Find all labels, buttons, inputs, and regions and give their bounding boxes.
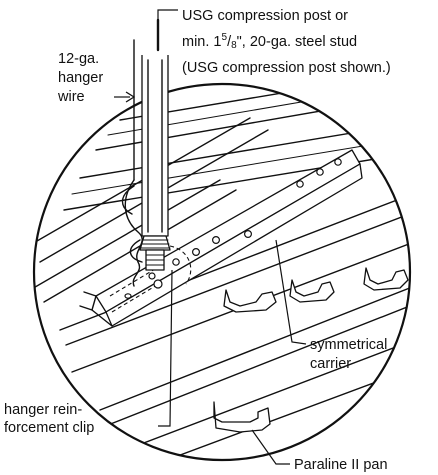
post-label-line2: min. 15/8", 20-ga. steel stud xyxy=(182,32,357,51)
reinforcement-clip xyxy=(109,245,192,313)
pan-label-line1: Paraline II pan xyxy=(294,457,388,473)
clip-label-line2: forcement clip xyxy=(4,420,94,436)
wire-label-line2: hanger xyxy=(58,70,103,86)
post-label-line3: (USG compression post shown.) xyxy=(182,60,391,76)
callout-clip: hanger rein- forcement clip xyxy=(4,402,94,436)
callout-wire: 12-ga. hanger wire xyxy=(57,51,103,105)
carrier-label-line2: carrier xyxy=(310,356,351,372)
hanger-wire xyxy=(121,39,143,287)
wire-label-line1: 12-ga. xyxy=(58,51,99,67)
clip-label-line1: hanger rein- xyxy=(4,402,82,418)
carrier-label-line1: symmetrical xyxy=(310,337,387,353)
detail-circle xyxy=(32,82,412,462)
callout-carrier: symmetrical carrier xyxy=(310,337,387,372)
symmetrical-carrier xyxy=(79,149,363,327)
wire-label-line3: wire xyxy=(57,89,85,105)
compression-post xyxy=(139,18,171,271)
callout-pan: Paraline II pan xyxy=(294,457,388,473)
callout-post: USG compression post or min. 15/8", 20-g… xyxy=(182,8,391,76)
post-label-line1: USG compression post or xyxy=(182,8,348,24)
leader-lines xyxy=(114,9,307,465)
